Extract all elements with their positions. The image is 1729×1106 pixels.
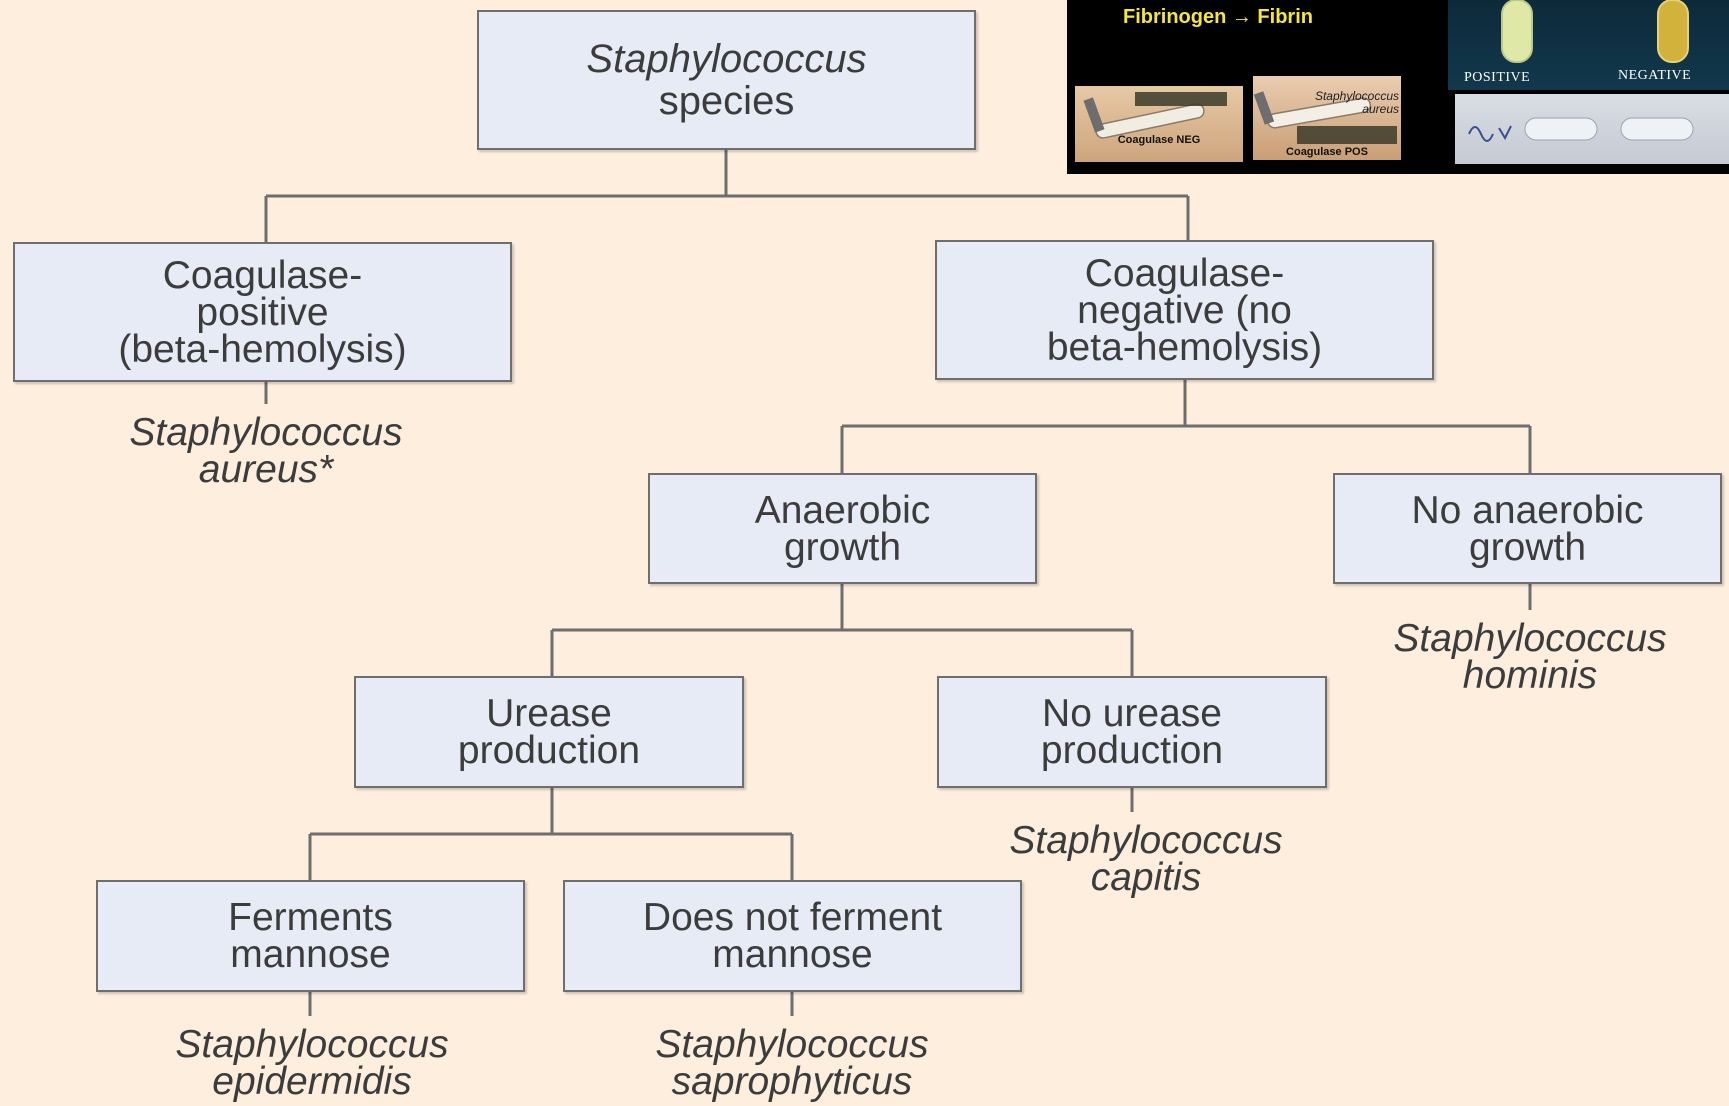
leaf-staphylococcus-hominis: Staphylococcus hominis — [1310, 620, 1729, 694]
anaerobic-growth-node: Anaerobic growth — [648, 473, 1037, 584]
leaf-hominis-line1: Staphylococcus — [1310, 620, 1729, 657]
anaerobic-line1: Anaerobic — [755, 492, 931, 529]
anaerobic-line2: growth — [784, 529, 901, 566]
coag-neg-line1: Coagulase- — [1085, 255, 1284, 292]
root-node-staphylococcus-species: Staphylococcus species — [477, 10, 976, 150]
leaf-epidermidis-line2: epidermidis — [92, 1063, 532, 1100]
coagulase-negative-node: Coagulase- negative (no beta-hemolysis) — [935, 240, 1434, 380]
leaf-hominis-line2: hominis — [1310, 657, 1729, 694]
coagulase-pos-organism-label: Staphylococcus aureus — [1315, 90, 1399, 116]
leaf-staphylococcus-aureus: Staphylococcus aureus* — [46, 414, 486, 488]
coagulase-pos-photo: Staphylococcus aureus Coagulase POS — [1253, 76, 1401, 160]
coagulase-neg-photo: Coagulase NEG — [1075, 86, 1243, 162]
leaf-capitis-line2: capitis — [926, 859, 1366, 896]
leaf-staphylococcus-saprophyticus: Staphylococcus saprophyticus — [572, 1026, 1012, 1100]
no-ferment-line2: mannose — [712, 936, 872, 973]
no-anaerobic-growth-node: No anaerobic growth — [1333, 473, 1722, 584]
no-ferment-line1: Does not ferment — [643, 899, 942, 936]
leaf-epidermidis-line1: Staphylococcus — [92, 1026, 532, 1063]
coag-neg-line2: negative (no — [1077, 292, 1292, 329]
no-anaerobic-line1: No anaerobic — [1412, 492, 1644, 529]
urease-line2: production — [458, 732, 640, 769]
leaf-capitis-line1: Staphylococcus — [926, 822, 1366, 859]
test-tube-image — [1075, 86, 1243, 162]
urease-line1: Urease — [486, 695, 612, 732]
slide-photo — [1455, 94, 1729, 164]
slide-image — [1455, 94, 1729, 164]
does-not-ferment-mannose-node: Does not ferment mannose — [563, 880, 1022, 992]
leaf-staphylococcus-epidermidis: Staphylococcus epidermidis — [92, 1026, 532, 1100]
leaf-saprophyticus-line2: saprophyticus — [572, 1063, 1012, 1100]
tube-negative-label: NEGATIVE — [1618, 68, 1691, 84]
coag-neg-line3: beta-hemolysis) — [1047, 329, 1322, 366]
leaf-saprophyticus-line1: Staphylococcus — [572, 1026, 1012, 1063]
coagulase-neg-caption: Coagulase NEG — [1075, 134, 1243, 146]
no-anaerobic-line2: growth — [1469, 529, 1586, 566]
tube-photo-positive-negative: POSITIVE NEGATIVE — [1448, 0, 1729, 90]
root-line2: species — [659, 80, 795, 122]
coagulase-pos-caption: Coagulase POS — [1253, 146, 1401, 158]
leaf-aureus-line2: aureus* — [46, 451, 486, 488]
ferments-line2: mannose — [230, 936, 390, 973]
coag-pos-line3: (beta-hemolysis) — [118, 331, 406, 368]
no-urease-line2: production — [1041, 732, 1223, 769]
coag-pos-label-line2: aureus — [1315, 103, 1399, 116]
root-line1: Staphylococcus — [586, 38, 866, 80]
coagulase-test-photo-inset: Fibrinogen → Fibrin Coagulase NEG Staphy… — [1067, 0, 1729, 174]
ferments-line1: Ferments — [228, 899, 393, 936]
inset-title: Fibrinogen → Fibrin — [1123, 6, 1313, 29]
coagulase-positive-node: Coagulase- positive (beta-hemolysis) — [13, 242, 512, 382]
leaf-aureus-line1: Staphylococcus — [46, 414, 486, 451]
coag-pos-line2: positive — [196, 294, 328, 331]
no-urease-production-node: No urease production — [937, 676, 1327, 788]
ferments-mannose-node: Ferments mannose — [96, 880, 525, 992]
urease-production-node: Urease production — [354, 676, 744, 788]
leaf-staphylococcus-capitis: Staphylococcus capitis — [926, 822, 1366, 896]
tube-positive-label: POSITIVE — [1464, 70, 1530, 86]
no-urease-line1: No urease — [1042, 695, 1222, 732]
coag-pos-line1: Coagulase- — [163, 257, 362, 294]
